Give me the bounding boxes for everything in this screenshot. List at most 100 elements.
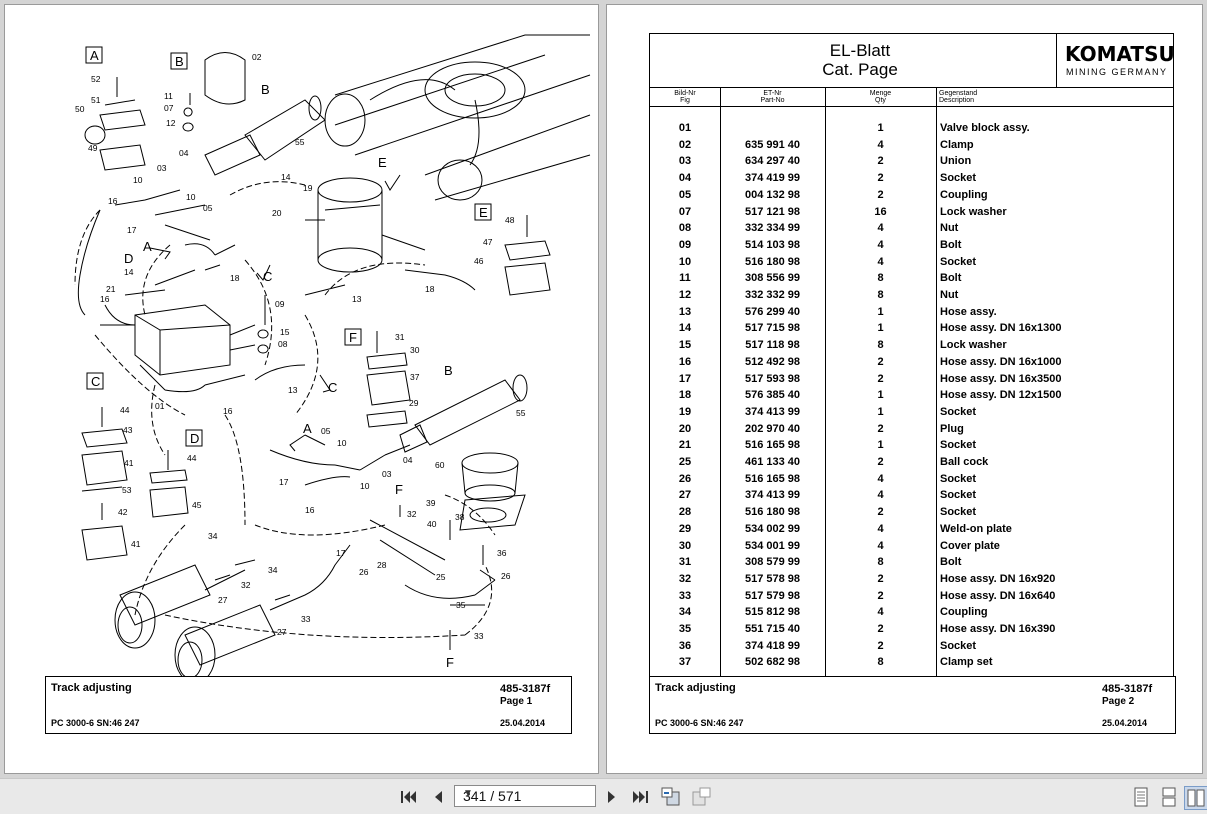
description-cell: Hose assy. DN 12x1500 xyxy=(940,389,1062,402)
quantity-cell: 2 xyxy=(877,188,884,201)
label-C3: C xyxy=(91,374,100,389)
last-page-icon[interactable] xyxy=(629,786,651,808)
page-number-select[interactable]: 341 / 571 ▼ xyxy=(454,785,596,807)
prev-page-icon[interactable] xyxy=(427,786,449,808)
first-page-icon[interactable] xyxy=(398,786,420,808)
fig-cell: 20 xyxy=(678,422,692,435)
part-number-cell: 576 299 40 xyxy=(744,305,801,318)
description-cell: Socket xyxy=(940,472,977,485)
label-34a: 34 xyxy=(208,531,218,541)
logo-subtitle: MINING GERMANY xyxy=(1066,67,1168,77)
fig-cell: 03 xyxy=(678,155,692,168)
label-16a: 16 xyxy=(108,196,118,206)
label-60: 60 xyxy=(435,460,445,470)
label-26b: 26 xyxy=(501,571,511,581)
komatsu-logo: KOMATSU MINING GERMANY xyxy=(1056,34,1175,87)
next-page-icon[interactable] xyxy=(601,786,623,808)
fig-cell: 31 xyxy=(678,556,692,569)
description-cell: Socket xyxy=(940,489,977,502)
label-32b: 32 xyxy=(241,580,251,590)
label-25: 25 xyxy=(436,572,446,582)
fig-cell: 12 xyxy=(678,289,692,301)
footer-page-number: Page 2 xyxy=(1102,696,1135,707)
quantity-cell: 8 xyxy=(877,656,884,669)
footer-doc-number: 485-3187f xyxy=(1102,683,1153,695)
part-number-cell: 634 297 40 xyxy=(744,155,801,168)
label-11: 11 xyxy=(164,91,173,101)
quantity-cell: 2 xyxy=(877,589,884,602)
part-number-cell: 517 593 98 xyxy=(744,372,801,385)
description-cell: Clamp set xyxy=(940,656,993,669)
viewer-toolbar: 341 / 571 ▼ xyxy=(0,778,1207,814)
label-51: 51 xyxy=(91,95,101,105)
description-cell: Bolt xyxy=(940,556,962,569)
description-cell: Plug xyxy=(940,422,964,435)
label-F2: F xyxy=(395,482,403,497)
label-10a: 10 xyxy=(133,175,143,185)
label-32: 32 xyxy=(407,509,417,519)
header-title-de: EL-Blatt xyxy=(829,41,891,60)
two-page-view-icon[interactable] xyxy=(1184,786,1207,810)
label-C2: C xyxy=(328,380,337,395)
label-A3: A xyxy=(303,421,312,436)
label-01: 01 xyxy=(155,401,165,411)
quantity-cell: 2 xyxy=(877,172,884,185)
label-E1: E xyxy=(378,155,387,170)
go-forward-view-icon[interactable] xyxy=(690,786,712,808)
label-10d: 10 xyxy=(360,481,370,491)
part-number-cell: 202 970 40 xyxy=(744,422,801,435)
quantity-cell: 1 xyxy=(877,389,884,402)
label-E2: E xyxy=(479,205,488,220)
part-number-cell: 516 180 98 xyxy=(744,255,801,268)
description-cell: Valve block assy. xyxy=(940,122,1030,134)
label-33a: 33 xyxy=(301,614,311,624)
part-number-cell: 516 165 98 xyxy=(744,472,801,485)
fig-cell: 34 xyxy=(678,606,692,619)
fig-cell: 21 xyxy=(678,439,692,452)
part-number-cell: 534 001 99 xyxy=(744,539,801,552)
quantity-cell: 8 xyxy=(877,272,884,285)
description-cell: Hose assy. DN 16x390 xyxy=(940,623,1056,635)
part-number-cell: 515 812 98 xyxy=(744,606,801,619)
label-16b: 16 xyxy=(100,294,110,304)
label-14a: 14 xyxy=(124,267,134,277)
label-33b: 33 xyxy=(474,631,484,641)
description-cell: Socket xyxy=(940,639,977,652)
quantity-cell: 8 xyxy=(877,339,884,352)
footer-date: 25.04.2014 xyxy=(500,718,546,728)
description-cell: Hose assy. DN 16x920 xyxy=(940,572,1056,585)
description-cell: Socket xyxy=(940,405,977,418)
quantity-cell: 4 xyxy=(877,522,884,535)
footer-page-number: Page 1 xyxy=(500,696,533,707)
go-back-view-icon[interactable] xyxy=(660,786,682,808)
quantity-cell: 2 xyxy=(877,623,884,635)
continuous-view-icon[interactable] xyxy=(1158,786,1180,808)
fig-cell: 37 xyxy=(678,656,692,669)
fig-cell: 15 xyxy=(678,339,692,352)
single-page-view-icon[interactable] xyxy=(1130,786,1152,808)
quantity-cell: 4 xyxy=(877,238,884,251)
label-10b: 10 xyxy=(186,192,196,202)
label-05b: 05 xyxy=(321,426,331,436)
label-04a: 04 xyxy=(179,148,189,158)
description-cell: Hose assy. DN 16x1000 xyxy=(940,355,1062,368)
label-D1: D xyxy=(124,251,133,266)
label-28: 28 xyxy=(377,560,387,570)
fig-cell: 36 xyxy=(678,639,692,652)
